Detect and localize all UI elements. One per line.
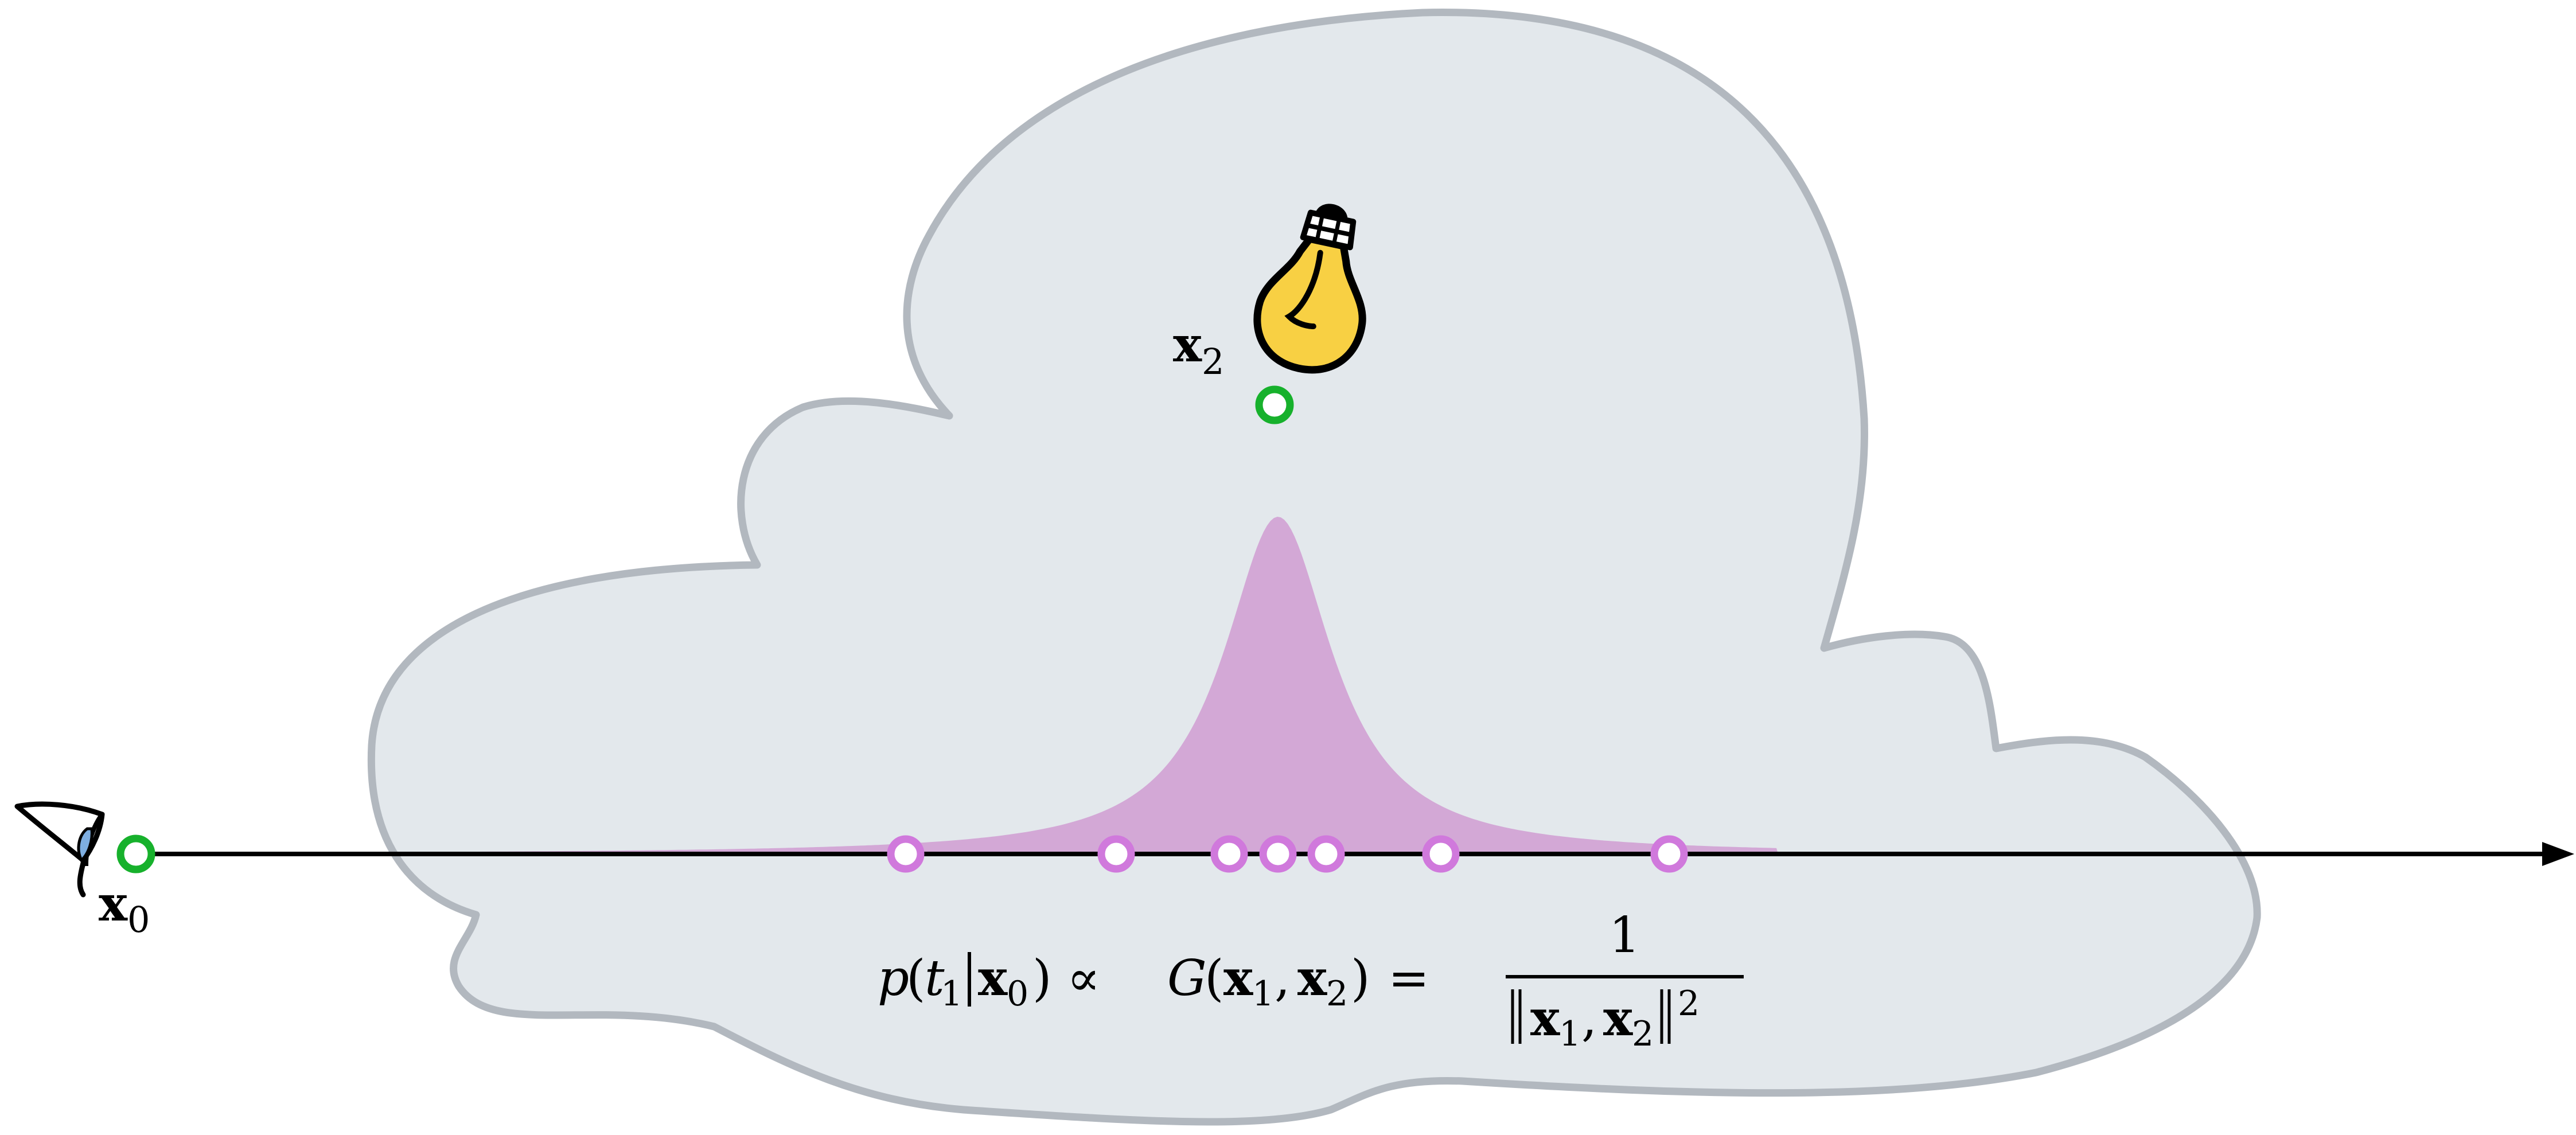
label-x0-main: x	[99, 875, 128, 932]
eq-G: G	[1167, 950, 1207, 1007]
ray-arrowhead	[2542, 842, 2574, 866]
eq-open-paren-2: (	[1205, 950, 1224, 1007]
label-x0: x 0	[99, 875, 150, 941]
label-x0-sub: 0	[127, 899, 150, 941]
eq-equals: =	[1388, 950, 1429, 1007]
eq-comma: ,	[1275, 950, 1290, 1007]
eq-g-x1: x	[1223, 949, 1253, 1007]
eq-den-x2-sub: 2	[1632, 1014, 1654, 1054]
sample-point	[1654, 839, 1684, 869]
eq-numerator: 1	[1609, 907, 1640, 964]
label-x2-main: x	[1173, 316, 1202, 373]
eq-den-comma: ,	[1581, 990, 1597, 1047]
light-point-x2	[1259, 389, 1290, 420]
eq-x0-sub: 0	[1007, 974, 1028, 1014]
eq-g-x2-sub: 2	[1326, 974, 1348, 1014]
eq-close-paren-1: )	[1032, 950, 1052, 1007]
eq-propto: ∝	[1067, 950, 1100, 1007]
eq-den-x2: x	[1603, 989, 1633, 1047]
eq-den-x1: x	[1530, 989, 1560, 1047]
eq-x0: x	[978, 949, 1008, 1007]
sample-point	[891, 839, 921, 869]
eq-den-exp: 2	[1678, 984, 1700, 1024]
eq-close-paren-2: )	[1351, 950, 1370, 1007]
sample-point	[1263, 839, 1293, 869]
eq-p: p	[878, 950, 909, 1007]
eq-den-x1-sub: 1	[1559, 1014, 1581, 1054]
eq-open-paren-1: (	[906, 950, 926, 1007]
eq-g-x1-sub: 1	[1252, 974, 1274, 1014]
eq-t-sub: 1	[941, 974, 962, 1014]
sample-point	[1214, 839, 1244, 869]
label-x2-sub: 2	[1202, 341, 1224, 383]
eye-icon	[17, 804, 102, 895]
sample-point	[1311, 839, 1341, 869]
sample-point	[1101, 839, 1131, 869]
eq-g-x2: x	[1297, 949, 1327, 1007]
sample-point	[1426, 839, 1456, 869]
camera-point-x0	[120, 838, 151, 869]
